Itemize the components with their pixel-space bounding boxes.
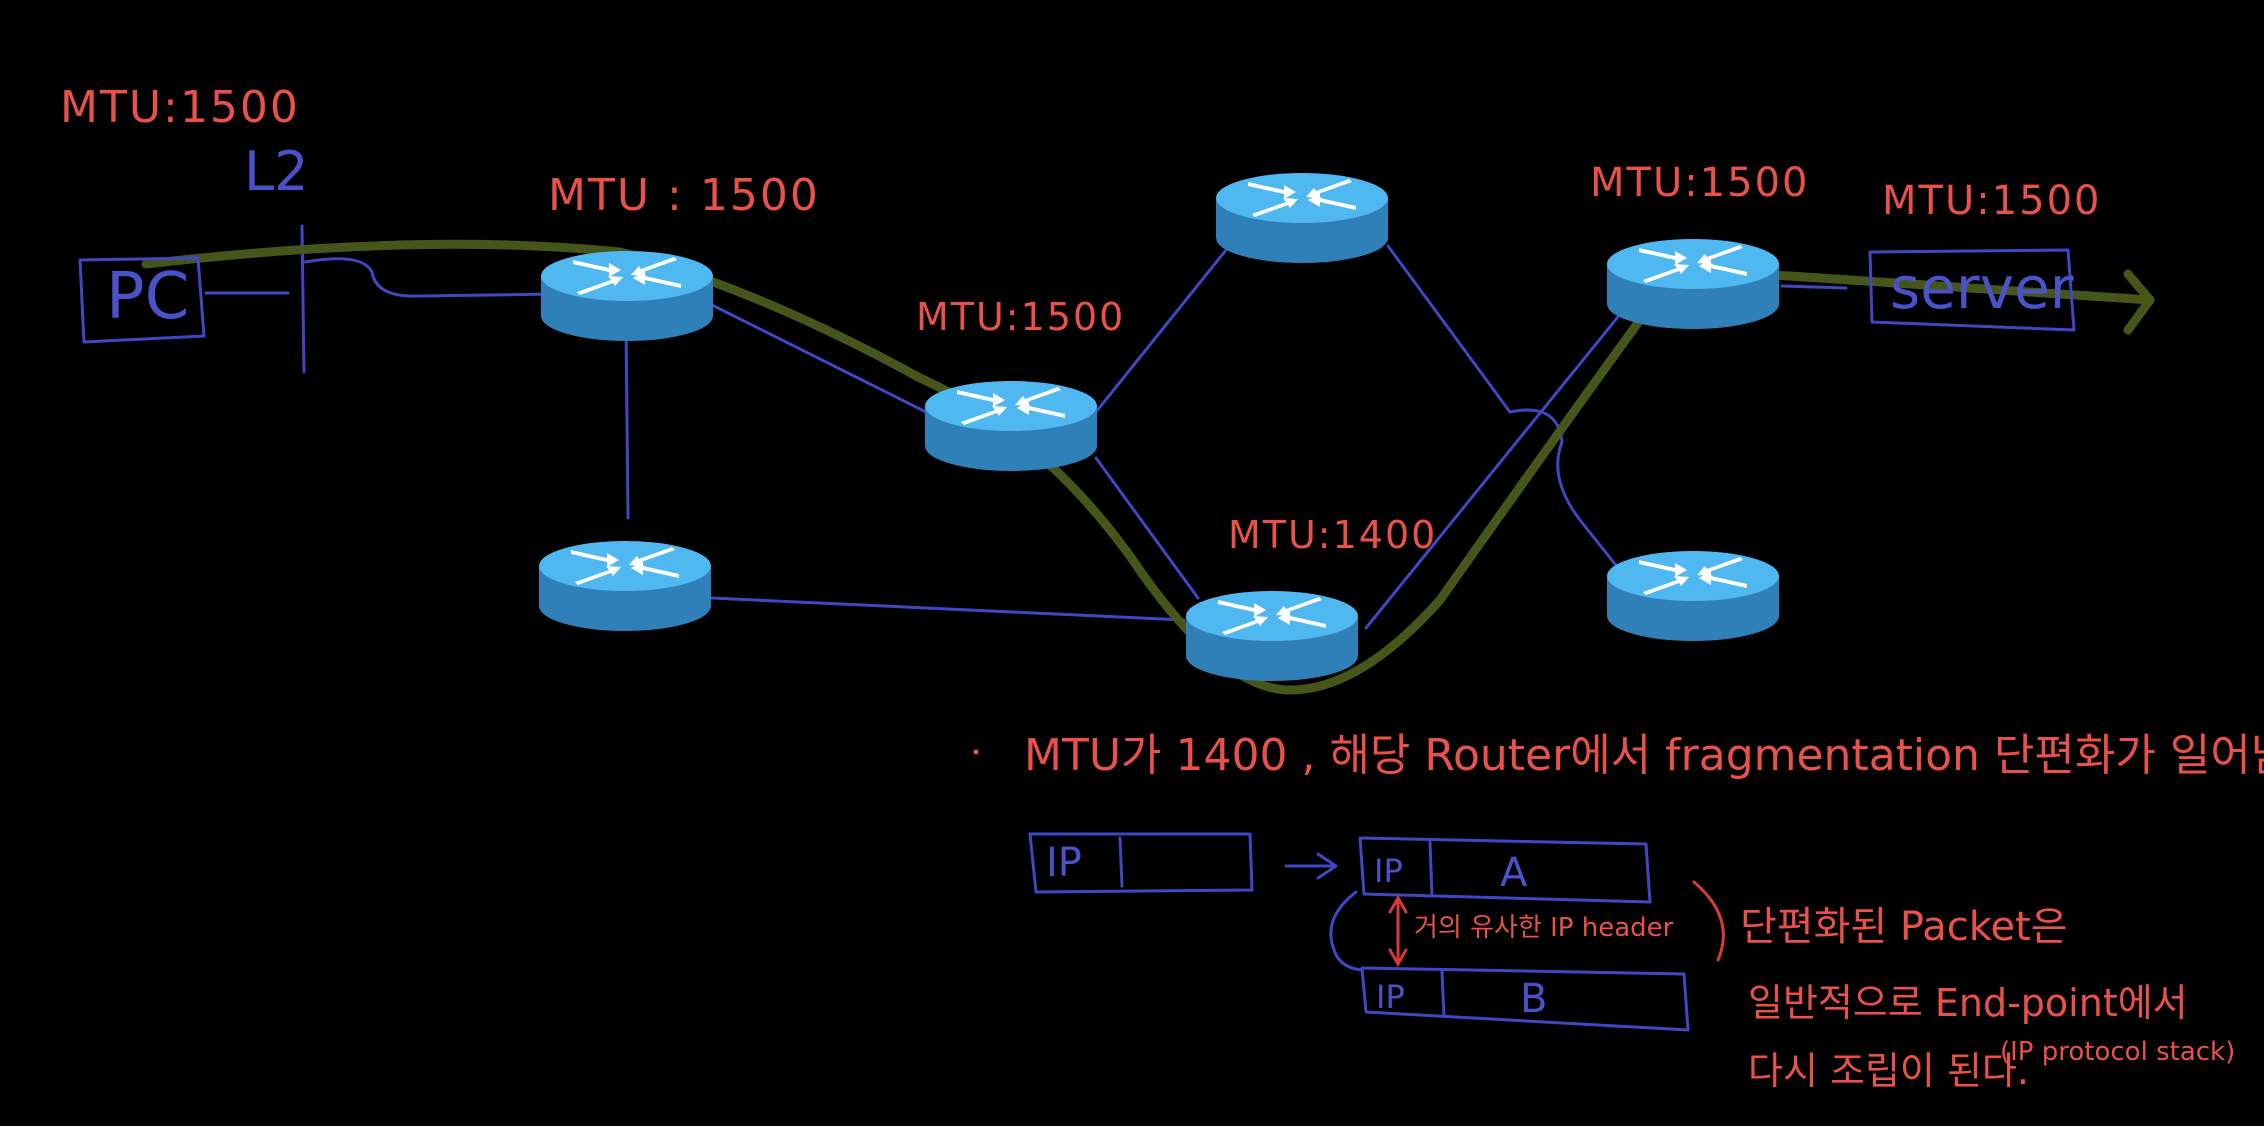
fragmented-packet-note: 단편화된 Packet은 — [1740, 904, 2068, 950]
fragment-a-label: A — [1500, 850, 1528, 896]
server-label: server — [1890, 254, 2074, 322]
note-line1: MTU가 1400 , 해당 Router에서 fragmentation 단편… — [1024, 730, 2264, 781]
fragment-b-ip: IP — [1376, 978, 1405, 1016]
link-router3-router5 — [710, 596, 1186, 622]
right-brace — [1692, 880, 1725, 962]
router5-mtu-label: MTU:1400 — [1228, 513, 1437, 557]
router-7 — [1607, 551, 1779, 641]
similar-header-label: 거의 유사한 IP header — [1414, 913, 1674, 943]
router-6 — [1607, 239, 1779, 329]
router-5 — [1186, 591, 1358, 681]
traffic-path — [141, 239, 2155, 695]
router2-mtu-label: MTU:1500 — [916, 295, 1125, 339]
fragments-left-bracket — [1329, 890, 1364, 972]
links — [204, 224, 1848, 630]
link-router1-router2 — [710, 303, 928, 414]
router-1 — [541, 251, 713, 341]
fragment-b-label: B — [1520, 976, 1547, 1022]
link-switch-router1 — [303, 257, 558, 298]
fragment-b: IP B — [1360, 966, 1690, 1032]
similar-header-marker: 거의 유사한 IP header — [1388, 894, 1674, 968]
traffic-path-arrowhead — [2123, 269, 2155, 335]
router-3 — [539, 541, 711, 631]
reassembly-note-2: 다시 조립이 된다. — [1748, 1049, 2029, 1093]
link-router6-server — [1780, 284, 1848, 290]
reassembly-note-1: 일반적으로 End-point에서 — [1748, 981, 2188, 1025]
original-packet-ip: IP — [1046, 840, 1082, 886]
original-packet: IP — [1028, 832, 1254, 894]
right-arrow-icon — [1284, 852, 1338, 880]
pc-mtu-label: MTU:1500 — [60, 82, 300, 133]
router1-mtu-label: MTU : 1500 — [548, 170, 820, 221]
router6-mtu-label: MTU:1500 — [1590, 160, 1810, 206]
ip-stack-note: (IP protocol stack) — [2000, 1037, 2235, 1067]
link-router2-router5 — [1094, 456, 1200, 600]
router-2 — [925, 381, 1097, 471]
router-4 — [1216, 173, 1388, 263]
fragment-a: IP A — [1358, 836, 1652, 904]
pc-label: PC — [106, 260, 189, 334]
fragmentation-note: MTU가 1400 , 해당 Router에서 fragmentation 단편… — [973, 730, 2264, 781]
l2-label: L2 — [244, 140, 308, 203]
fragment-a-ip: IP — [1374, 852, 1403, 890]
link-router4-router7 — [1386, 244, 1636, 590]
server-mtu-label: MTU:1500 — [1882, 178, 2102, 224]
link-router2-router4 — [1094, 248, 1228, 414]
pc-node: PC — [78, 256, 206, 344]
server-node: server — [1868, 248, 2076, 332]
link-router1-router3 — [624, 320, 630, 520]
link-router5-router6 — [1364, 300, 1632, 630]
